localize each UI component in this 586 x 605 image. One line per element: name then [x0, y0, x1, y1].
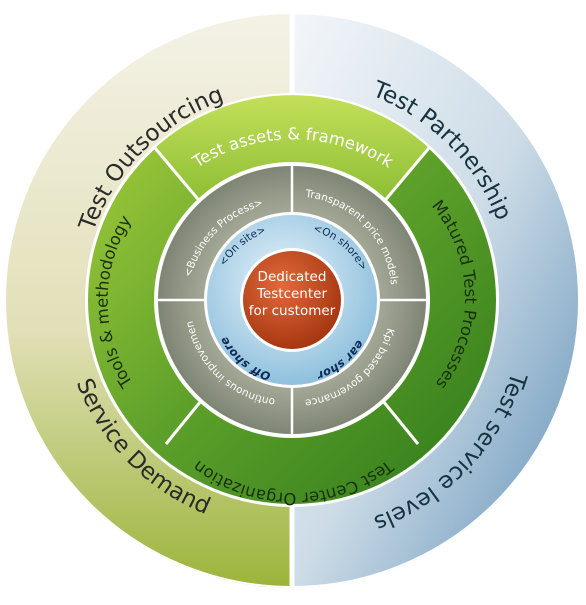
green-ring-top-segment [155, 95, 429, 204]
green-ring-dividers [153, 147, 431, 445]
center-label-line-2: Testcenter [256, 286, 327, 302]
core-circle [243, 251, 341, 349]
center-label-line-3: for customer [249, 303, 336, 319]
center-label-line-1: Dedicated [258, 269, 327, 285]
